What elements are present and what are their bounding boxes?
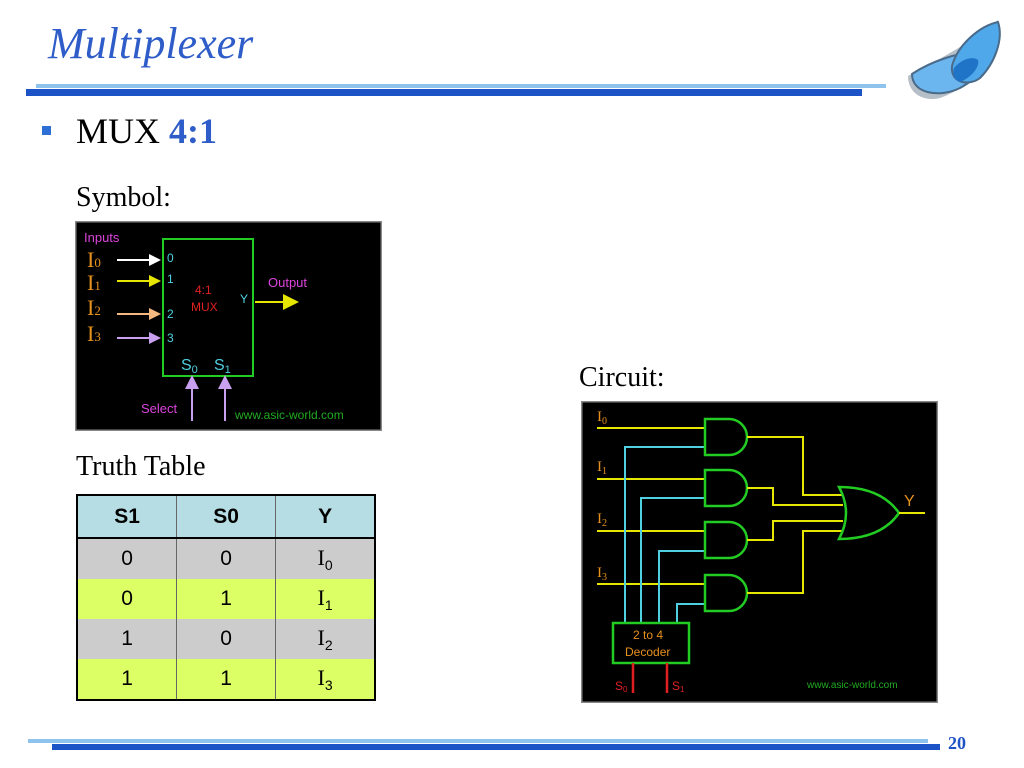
circuit-input-0: I0	[597, 409, 607, 427]
symbol-select-labels: S0 S1	[181, 357, 231, 376]
and-gate-icon	[703, 417, 749, 457]
circuit-watermark: www.asic-world.com	[806, 680, 898, 691]
symbol-select-0: S0	[181, 357, 198, 376]
symbol-port-numbers: 0 1 2 3	[167, 251, 174, 345]
mux-circuit-figure: I0 I1 I2 I3 Y 2 to 4 Decoder	[581, 401, 938, 703]
and-gate-icon	[703, 520, 749, 560]
page-number: 20	[948, 733, 966, 753]
cell-y: I3	[275, 659, 376, 700]
table-row: 1 0 I2	[76, 619, 376, 659]
arrow-icon	[149, 275, 161, 287]
cell-s0: 1	[176, 579, 277, 619]
or-gate-icon	[836, 485, 901, 541]
output-port-label: Y	[240, 292, 248, 306]
circuit-output-label: Y	[904, 493, 915, 510]
svg-text:1: 1	[167, 272, 174, 286]
output-arrow-icon	[283, 294, 299, 310]
bullet-mux-heading: MUX 4:1	[76, 110, 217, 152]
and-gate-icon	[703, 468, 749, 508]
bullet-accent: 4:1	[169, 111, 218, 151]
arrow-icon	[149, 308, 161, 320]
circuit-select-0: S0	[615, 679, 628, 694]
symbol-input-labels: I0 I1 I2 I3	[87, 247, 101, 346]
symbol-select-1: S1	[214, 357, 231, 376]
symbol-frame	[75, 221, 382, 431]
table-row: 0 1 I1	[76, 579, 376, 619]
mux-block-type: 4:1	[195, 283, 212, 297]
cell-s0: 0	[176, 538, 277, 579]
mux-block	[162, 238, 254, 377]
arrow-icon	[149, 254, 161, 266]
circuit-and-output-wires	[747, 436, 843, 594]
symbol-input-3: I3	[87, 321, 101, 346]
cell-s0: 1	[176, 659, 277, 700]
svg-text:2: 2	[167, 307, 174, 321]
select-label: Select	[141, 401, 178, 416]
output-label: Output	[268, 275, 307, 290]
header-s1: S1	[76, 495, 178, 539]
decoder-name: Decoder	[625, 645, 670, 659]
symbol-label: Symbol:	[76, 182, 171, 213]
circuit-label: Circuit:	[579, 362, 665, 393]
cell-s1: 1	[76, 659, 178, 700]
circuit-input-1: I1	[597, 459, 607, 477]
circuit-input-3: I3	[597, 565, 607, 583]
cell-s0: 0	[176, 619, 277, 659]
cell-s1: 0	[76, 579, 178, 619]
inputs-label: Inputs	[84, 230, 120, 245]
title-underline-thin	[36, 84, 886, 88]
circuit-select-labels: S0 S1	[615, 679, 685, 694]
circuit-input-labels: I0 I1 I2 I3	[597, 409, 607, 583]
symbol-watermark: www.asic-world.com	[234, 408, 344, 422]
mux-symbol-figure: Inputs I0 I1 I2 I3 0 1 2 3 4:1 MUX Y Out…	[75, 221, 382, 431]
symbol-input-2: I2	[87, 295, 101, 320]
footer-rule-thin	[28, 739, 928, 743]
arrow-icon	[149, 332, 161, 344]
select-arrow-icon	[185, 375, 199, 389]
header-y: Y	[275, 495, 376, 539]
circuit-input-2: I2	[597, 511, 607, 529]
truth-table: S1 S0 Y 0 0 I0 0 1 I1 1 0 I2 1 1 I3	[76, 494, 376, 701]
symbol-input-1: I1	[87, 270, 101, 295]
title-underline-thick	[26, 89, 862, 96]
circuit-decoder-wires	[624, 446, 705, 623]
select-arrow-icon	[218, 375, 232, 389]
cell-s1: 1	[76, 619, 178, 659]
cell-y: I2	[275, 619, 376, 659]
svg-text:0: 0	[167, 251, 174, 265]
circuit-input-wires	[597, 427, 705, 585]
bullet-marker	[42, 126, 51, 135]
truth-table-label: Truth Table	[76, 451, 206, 482]
logo-icon	[908, 20, 1001, 100]
table-row: 0 0 I0	[76, 538, 376, 579]
bullet-prefix: MUX	[76, 111, 161, 151]
circuit-select-1: S1	[672, 679, 685, 694]
symbol-input-0: I0	[87, 247, 101, 272]
header-s0: S0	[176, 495, 277, 539]
svg-text:3: 3	[167, 331, 174, 345]
cell-s1: 0	[76, 538, 178, 579]
slide-title: Multiplexer	[48, 19, 254, 68]
decoder-block	[611, 621, 691, 665]
decoder-type: 2 to 4	[633, 628, 663, 642]
circuit-and-gates	[703, 417, 749, 613]
cell-y: I0	[275, 538, 376, 579]
footer-rule-thick	[52, 744, 940, 750]
cell-y: I1	[275, 579, 376, 619]
and-gate-icon	[703, 573, 749, 613]
mux-block-name: MUX	[191, 300, 218, 314]
truth-table-header-row: S1 S0 Y	[76, 495, 376, 539]
table-row: 1 1 I3	[76, 659, 376, 700]
symbol-input-arrows	[117, 254, 161, 344]
